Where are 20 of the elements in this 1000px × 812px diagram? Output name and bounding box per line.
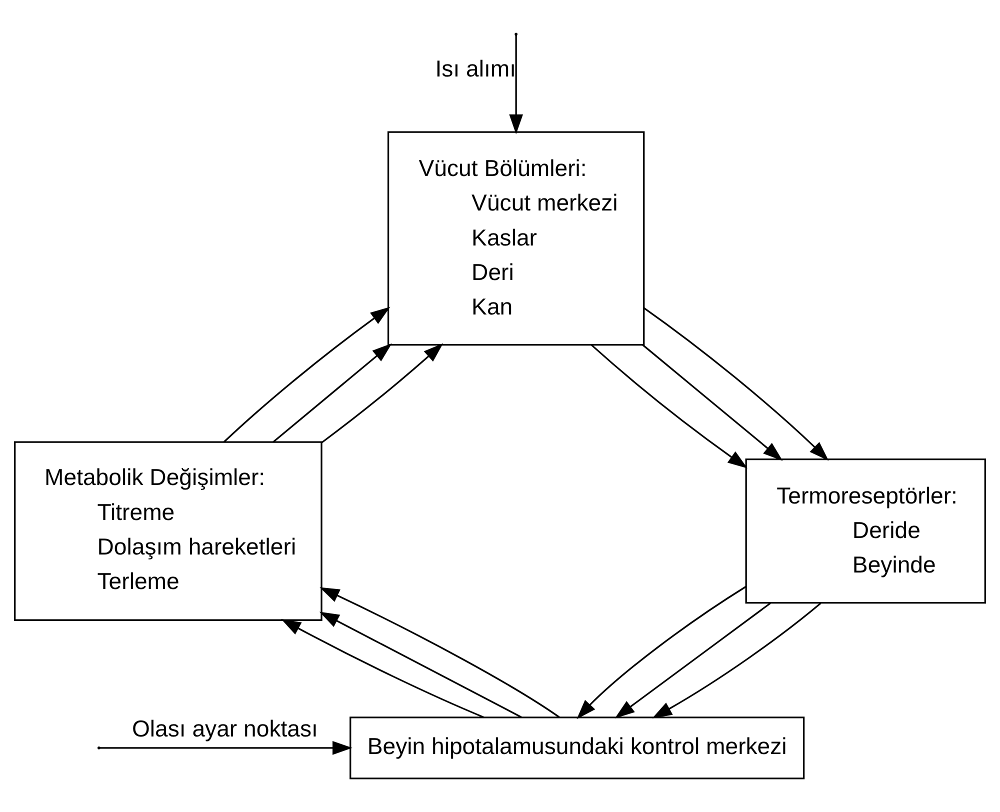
edge-label: Olası ayar noktası [132, 716, 318, 742]
arrow [614, 602, 771, 718]
arrow [642, 344, 783, 461]
arrow [509, 34, 523, 134]
node-box: Termoreseptörler: Deride Beyinde [745, 458, 986, 604]
arrow [652, 602, 822, 718]
arrow [272, 343, 392, 443]
arrow [319, 612, 522, 718]
arrow [100, 740, 352, 755]
arrow [320, 587, 560, 718]
arrow [590, 344, 748, 468]
node-box: Beyin hipotalamusundaki kontrol merkezi [350, 716, 805, 780]
arrow [224, 306, 390, 443]
arrow [281, 619, 484, 718]
node-box: Vücut Bölümleri: Vücut merkezi Kaslar Deri Kan [387, 131, 645, 346]
arrow [643, 307, 829, 461]
node-box: Metabolik Değişimler: Titreme Dolaşım hareketleri Terleme [14, 441, 322, 621]
edge-label: Isı alımı [435, 56, 516, 82]
arrow [321, 343, 444, 444]
arrow [576, 586, 746, 720]
